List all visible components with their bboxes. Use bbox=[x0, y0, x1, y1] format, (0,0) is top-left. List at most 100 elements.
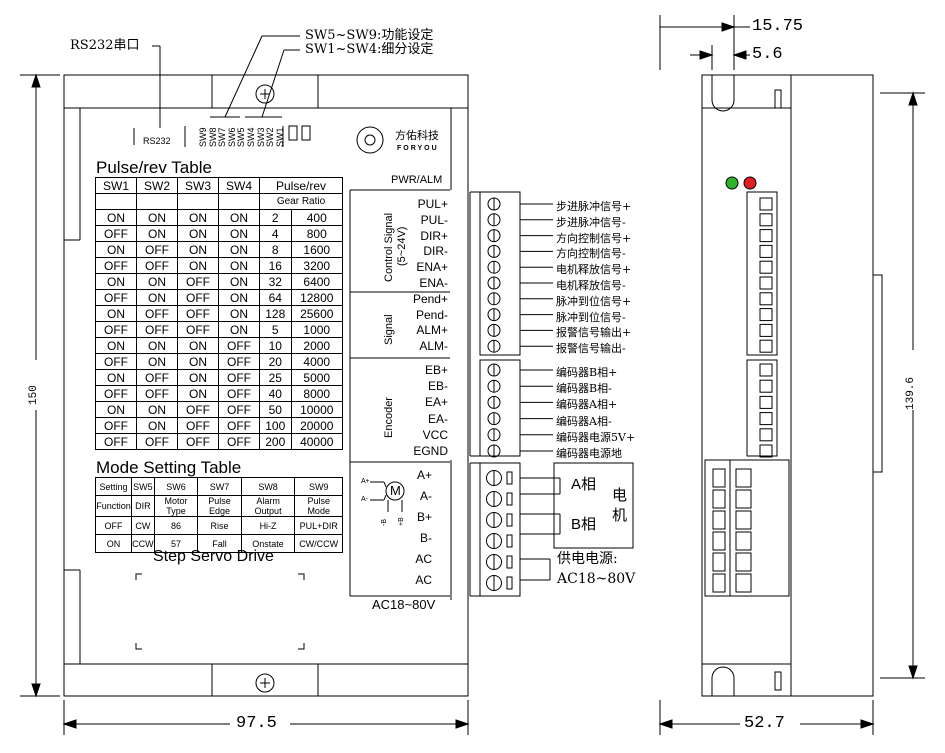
table-cell: OFF bbox=[218, 433, 260, 450]
table-cell: 400 bbox=[290, 209, 343, 226]
power-pin bbox=[506, 513, 513, 527]
side-power-pin bbox=[712, 468, 726, 488]
table-cell: SW6 bbox=[153, 477, 199, 496]
table-cell: OFF bbox=[95, 516, 132, 535]
terminal-label: EA- bbox=[427, 411, 448, 426]
side-pin bbox=[759, 260, 773, 274]
table-cell: ON bbox=[136, 353, 178, 370]
table-cell: 5000 bbox=[290, 369, 343, 386]
power-terminal-label: A- bbox=[420, 489, 432, 503]
table-cell: PUL+DIR bbox=[294, 516, 343, 535]
side-power-slot bbox=[735, 489, 752, 509]
motor-label: 电机 bbox=[612, 487, 628, 524]
table-cell: 50 bbox=[259, 401, 292, 418]
table-cell: OFF bbox=[136, 369, 178, 386]
side-pin bbox=[759, 276, 773, 290]
side-power-slot bbox=[735, 468, 752, 488]
table-cell: ON bbox=[177, 209, 219, 226]
table-cell: SW7 bbox=[197, 477, 242, 496]
table-cell: ON bbox=[177, 225, 219, 242]
table-cell: OFF bbox=[95, 433, 137, 450]
table-cell: ON bbox=[136, 209, 178, 226]
table-cell: 100 bbox=[259, 417, 292, 434]
table-cell: ON bbox=[177, 353, 219, 370]
table-cell: 8000 bbox=[290, 385, 343, 402]
table-cell: OFF bbox=[177, 273, 219, 290]
table-cell: 200 bbox=[259, 433, 292, 450]
table-cell: ON bbox=[95, 209, 137, 226]
table-cell: 5 bbox=[259, 321, 292, 338]
table-cell: Rise bbox=[197, 516, 242, 535]
motor-b-plus: +B bbox=[398, 517, 405, 526]
motor-box bbox=[553, 462, 634, 549]
sw5-9-callout: SW5~SW9:功能设定 bbox=[305, 28, 434, 43]
side-pin bbox=[759, 412, 773, 426]
dim-top-offset-2: 5.6 bbox=[752, 45, 783, 64]
table-cell: 6400 bbox=[290, 273, 343, 290]
side-power-slot bbox=[735, 573, 752, 593]
terminal-label: PUL+ bbox=[417, 197, 448, 211]
table-cell: ON bbox=[95, 534, 132, 553]
table-cell: 800 bbox=[290, 225, 343, 242]
table-cell: ON bbox=[177, 369, 219, 386]
terminal-label: PUL- bbox=[420, 212, 448, 227]
table-cell: 2 bbox=[259, 209, 292, 226]
side-power-pin bbox=[712, 552, 726, 572]
signal-description: 编码器A相+ bbox=[556, 398, 618, 412]
terminal-label: VCC bbox=[422, 427, 448, 442]
side-pin bbox=[759, 213, 773, 227]
table-cell: 128 bbox=[259, 305, 292, 322]
table-cell: ON bbox=[95, 273, 137, 290]
screw-top bbox=[255, 84, 275, 104]
table-cell: OFF bbox=[95, 417, 137, 434]
table-cell: 10 bbox=[259, 337, 292, 354]
screw-bottom bbox=[255, 673, 275, 693]
table-cell: 57 bbox=[153, 534, 199, 553]
power-terminal-label: B- bbox=[420, 531, 432, 545]
table-cell: OFF bbox=[218, 417, 260, 434]
table-cell: ON bbox=[218, 289, 260, 306]
table-cell: 4000 bbox=[290, 353, 343, 370]
dim-top-offset-1: 15.75 bbox=[752, 17, 804, 36]
dim-side-height: 139.6 bbox=[905, 376, 917, 410]
terminal-label: EGND bbox=[413, 444, 448, 458]
signal-description: 方向控制信号+ bbox=[556, 231, 632, 245]
table-cell: ON bbox=[218, 209, 260, 226]
signal-description: 步进脉冲信号+ bbox=[556, 200, 632, 213]
signal-description: 方向控制信号- bbox=[556, 247, 626, 261]
b-phase-label: B相 bbox=[571, 516, 597, 533]
side-pin bbox=[759, 323, 773, 337]
side-power-pin bbox=[712, 573, 726, 593]
table-cell: OFF bbox=[177, 321, 219, 338]
a-phase-label: A相 bbox=[571, 476, 597, 493]
terminal-label: ENA+ bbox=[416, 260, 448, 275]
signal-description: 报警信号输出+ bbox=[556, 326, 632, 340]
terminal-label: ALM- bbox=[419, 339, 448, 354]
table-cell: 64 bbox=[259, 289, 292, 306]
table-cell: ON bbox=[177, 337, 219, 354]
dim-side-width: 52.7 bbox=[744, 714, 785, 733]
table-cell: ON bbox=[95, 305, 137, 322]
table-cell: OFF bbox=[177, 289, 219, 306]
table-cell: OFF bbox=[136, 305, 178, 322]
table-cell: ON bbox=[177, 257, 219, 274]
switch-label: SW5 bbox=[236, 127, 247, 147]
pulse-header: Pulse/rev bbox=[259, 177, 343, 194]
voltage-label: AC18~80V bbox=[372, 597, 436, 612]
table-cell: OFF bbox=[95, 289, 137, 306]
table-cell: OFF bbox=[218, 353, 260, 370]
power-pin bbox=[506, 555, 513, 569]
table-cell: Pulse Edge bbox=[197, 495, 242, 517]
signal-description: 编码器B相- bbox=[556, 382, 612, 396]
brand-en: FORYOU bbox=[397, 145, 439, 152]
signal-description: 电机释放信号+ bbox=[556, 263, 632, 277]
switch-label: SW4 bbox=[246, 127, 256, 147]
side-pin bbox=[759, 444, 773, 458]
